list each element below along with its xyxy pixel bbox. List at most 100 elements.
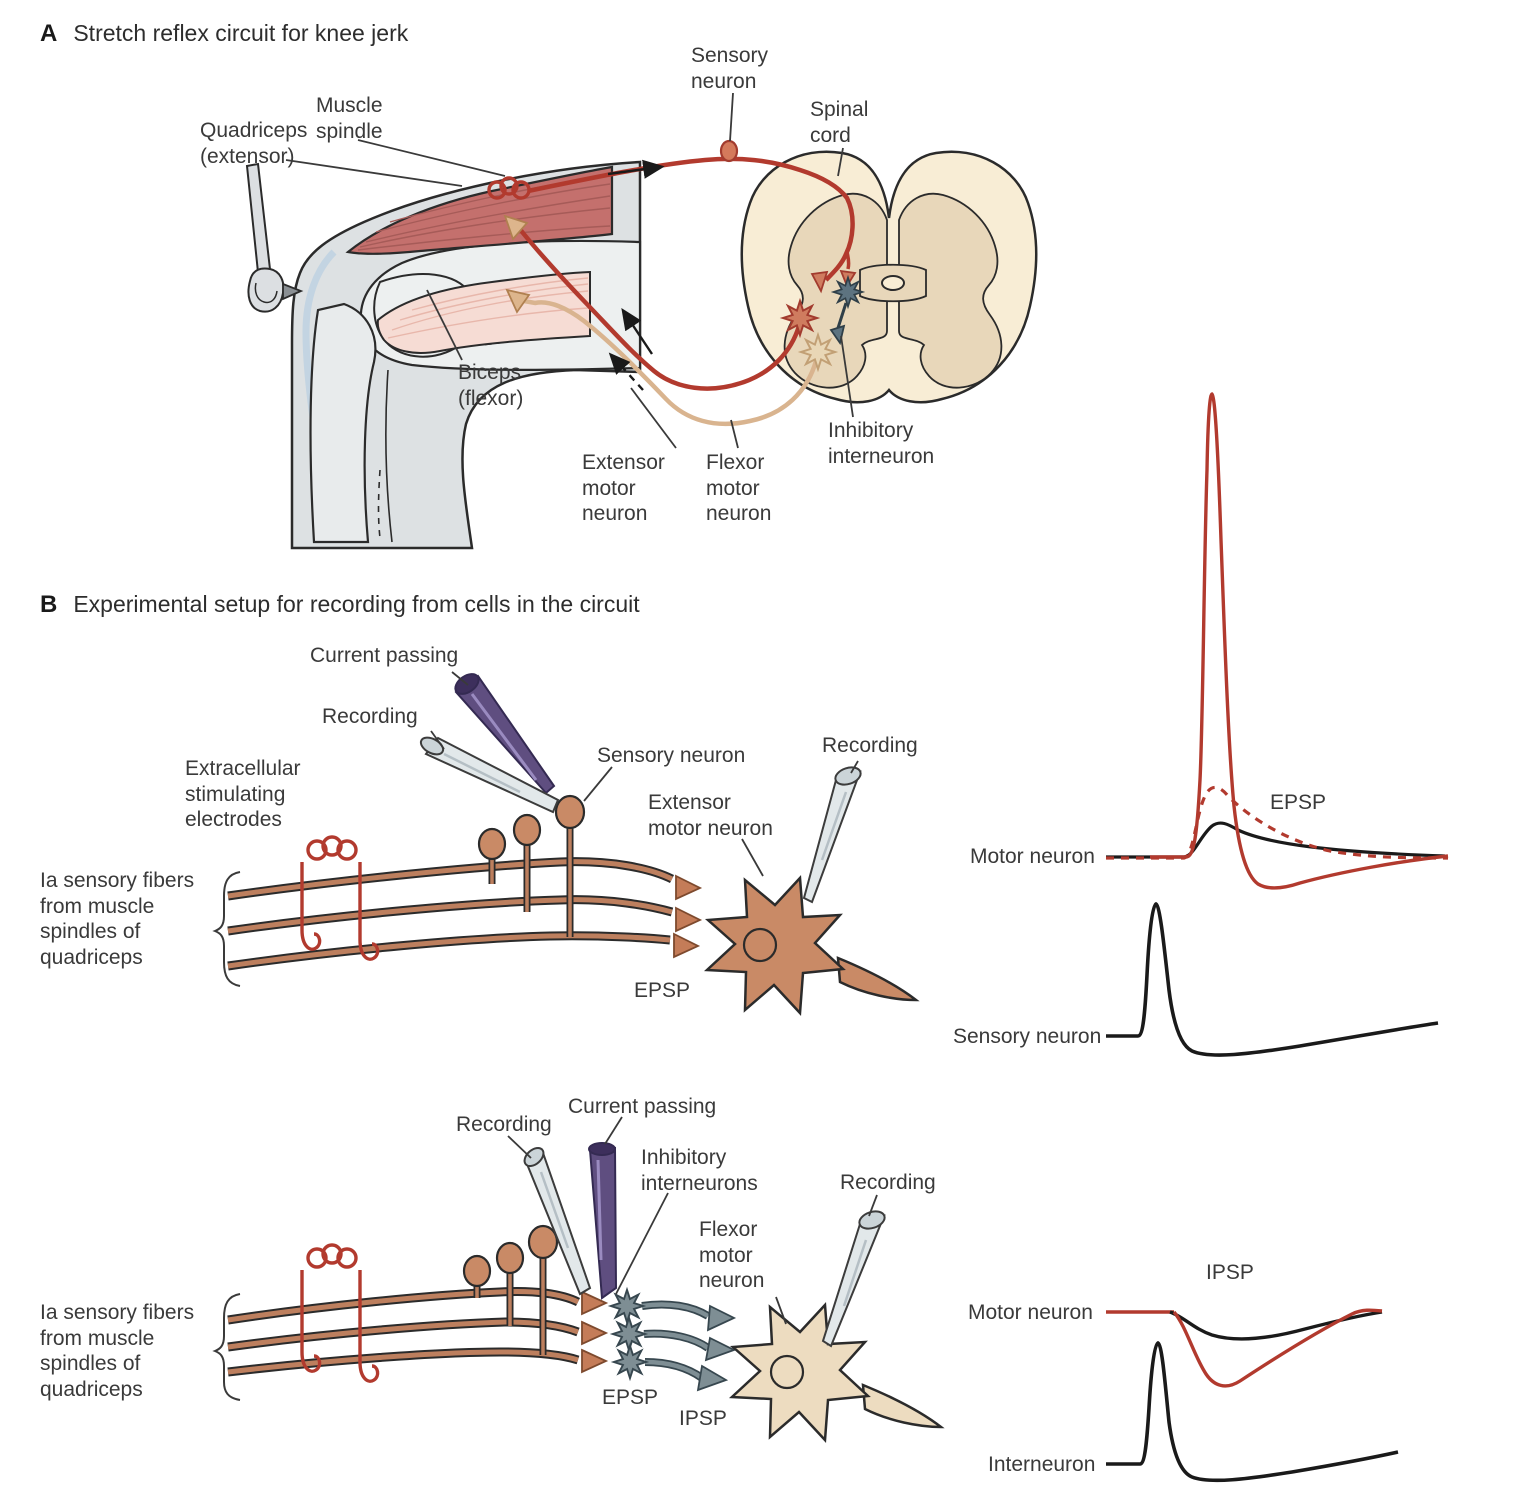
quadriceps-pointer	[285, 159, 463, 187]
traces-top	[1106, 392, 1449, 1057]
extensor-motor-neuron-cell	[782, 300, 818, 336]
tibia-bone	[309, 302, 377, 544]
label-quadriceps: Quadriceps (extensor)	[200, 119, 308, 168]
extensor-motor-axon	[517, 226, 802, 391]
label-biceps: Biceps (flexor)	[458, 361, 524, 410]
knee-anatomy-illustration	[245, 160, 642, 550]
stimulating-coil-electrode-bottom	[300, 1243, 380, 1383]
flexor-motor-neuron-cell-body	[728, 1302, 945, 1443]
recording-electrode-bottom-left	[523, 1146, 592, 1296]
ia-fibers-brace-bottom	[212, 1293, 241, 1401]
ipsp-large-red-trace	[1172, 1308, 1383, 1388]
label-motor-neuron-trace-bottom: Motor neuron	[968, 1301, 1093, 1324]
label-muscle-spindle: Muscle spindle	[316, 94, 383, 143]
ia-sensory-fibers	[227, 857, 703, 971]
panelB-letter: B	[40, 591, 58, 618]
flexor-motor-neuron-cell	[800, 334, 836, 370]
label-extracellular-electrodes: Extracellular stimulating electrodes	[185, 757, 301, 832]
label-recording-bottom-left: Recording	[456, 1113, 552, 1136]
label-interneuron-trace: Interneuron	[988, 1453, 1096, 1476]
interneuron-axon	[836, 302, 848, 329]
sensory-neuron-somas-bottom	[462, 1224, 559, 1355]
label-epsp-cell: EPSP	[634, 979, 691, 1002]
label-ipsp-synapse: IPSP	[679, 1407, 727, 1430]
label-sensory-neuron-B: Sensory neuron	[597, 744, 746, 767]
action-potential-red-trace	[1150, 392, 1449, 890]
label-spinal-cord: Spinal cord	[810, 98, 869, 147]
label-epsp-synapse: EPSP	[602, 1386, 659, 1409]
label-current-passing-bottom: Current passing	[568, 1095, 717, 1118]
muscle-spindle-pointer	[357, 139, 506, 177]
setup-top-pointers	[430, 671, 859, 877]
motor-neuron-nucleus	[742, 927, 778, 963]
label-epsp-trace: EPSP	[1270, 791, 1327, 814]
sensory-neuron-soma-impaled	[554, 794, 586, 830]
central-canal	[881, 275, 905, 291]
stimulating-coil-electrode	[300, 835, 380, 961]
ia-afferent-branch	[845, 251, 851, 270]
recording-electrode-left	[419, 736, 560, 814]
afferent-terminal-on-motor-neuron	[810, 270, 829, 294]
label-sensory-neuron-trace: Sensory neuron	[953, 1025, 1102, 1048]
flexor-neuron-nucleus	[769, 1354, 805, 1390]
cord-gray-matter-right	[898, 192, 1003, 389]
setup-bottom-diagram	[212, 1116, 945, 1443]
fibula-line	[385, 369, 393, 543]
traces-bottom	[1106, 1308, 1399, 1483]
sensory-neuron-somas	[477, 794, 586, 937]
efferent-direction-arrow	[621, 308, 653, 355]
label-inhibitory-interneuron-A: Inhibitory interneuron	[828, 419, 935, 468]
spinal-cord-pointer	[837, 147, 844, 177]
label-inhibitory-interneurons-B: Inhibitory interneurons	[641, 1146, 758, 1195]
sensory-neuron-pointer	[729, 92, 734, 142]
biceps-pointer	[426, 289, 463, 361]
extensor-motor-neuron-cell-body	[703, 875, 920, 1016]
label-extensor-motor-neuron-A: Extensor motor neuron	[582, 451, 665, 526]
reflex-hammer	[245, 162, 304, 313]
sensory-neuron-spike-trace	[1106, 901, 1439, 1057]
label-motor-neuron-trace-top: Motor neuron	[970, 845, 1095, 868]
flexor-motor-axon	[523, 298, 819, 427]
recording-electrode-right	[802, 766, 862, 904]
recording-electrode-bottom-right	[821, 1210, 886, 1348]
extensor-terminal-triangle	[503, 214, 529, 241]
hammer-tip	[282, 282, 304, 301]
sensory-neuron-soma	[719, 139, 739, 163]
label-recording-bottom-right: Recording	[840, 1171, 936, 1194]
inhibitory-interneurons-cells	[609, 1288, 737, 1392]
inhibitory-interneuron-pointer	[840, 335, 854, 418]
panelA-pointer-lines	[285, 92, 854, 449]
setup-bottom-pointers	[507, 1116, 878, 1325]
label-extensor-motor-neuron-B: Extensor motor neuron	[648, 791, 773, 840]
afferent-direction-arrow	[607, 159, 665, 179]
flexor-terminal-triangle	[505, 288, 531, 314]
label-current-passing-top: Current passing	[310, 644, 459, 667]
interneuron-spike-trace	[1106, 1340, 1399, 1483]
inhibitory-interneuron-cell	[832, 276, 864, 308]
label-flexor-motor-neuron-A: Flexor motor neuron	[706, 451, 772, 526]
biceps-muscle	[376, 270, 591, 354]
spinal-cord-section	[740, 150, 1038, 404]
label-flexor-motor-neuron-B: Flexor motor neuron	[699, 1218, 765, 1293]
label-ia-fibers-bottom: Ia sensory fibers from muscle spindles o…	[40, 1301, 195, 1401]
panelA-letter: A	[40, 20, 58, 47]
motor-neuron-axon-tail	[836, 956, 920, 1002]
extensor-mn-pointer	[630, 387, 677, 449]
label-recording-top-right: Recording	[822, 734, 918, 757]
setup-top-diagram	[212, 671, 920, 1016]
ia-sensory-fibers-bottom	[227, 1287, 609, 1377]
ipsp-small-black-trace	[1169, 1310, 1383, 1341]
epsp-small-black-trace	[1183, 821, 1446, 859]
label-sensory-neuron-A: Sensory neuron	[691, 44, 769, 93]
label-ipsp-trace: IPSP	[1206, 1261, 1254, 1284]
label-ia-fibers-top: Ia sensory fibers from muscle spindles o…	[40, 869, 195, 969]
current-passing-electrode-bottom	[588, 1142, 618, 1300]
bone-dashed-line	[377, 469, 381, 539]
flexor-mn-pointer	[730, 419, 739, 449]
ia-fibers-brace	[212, 871, 241, 987]
reflex-circuit-fibers	[487, 139, 864, 427]
